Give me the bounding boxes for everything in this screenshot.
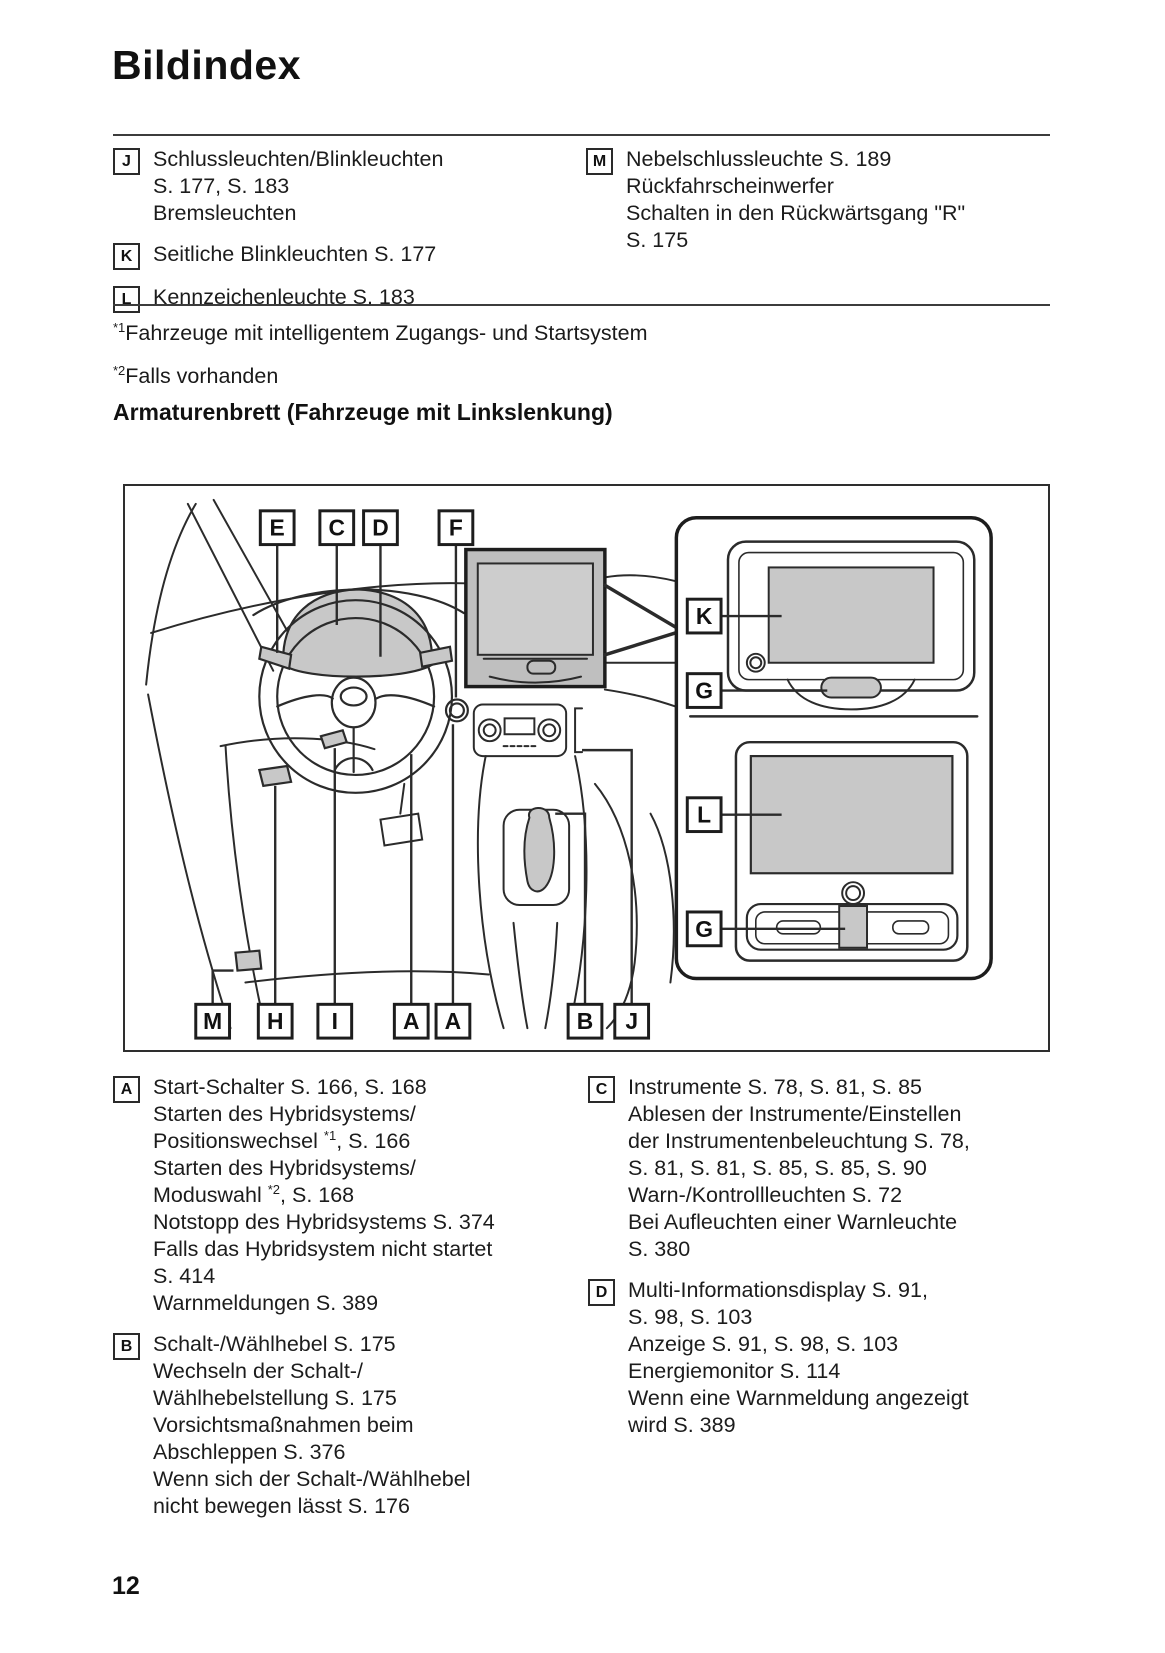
callout-letter-a: A — [403, 1008, 419, 1034]
legend-entry-text: Multi-Informationsdisplay S. 91,S. 98, S… — [628, 1278, 969, 1437]
legend-key-m: M — [586, 148, 613, 175]
callout-box-a — [392, 1002, 430, 1040]
callout-leader-m — [211, 969, 234, 1005]
callout-box-d — [362, 509, 399, 547]
callout-box-m — [194, 1002, 232, 1040]
legend-entry-text: Seitliche Blinkleuchten S. 177 — [153, 242, 437, 266]
callout-letter-e: E — [270, 515, 285, 541]
gear-shifter — [476, 755, 588, 1030]
touchscreen-screen — [767, 566, 935, 664]
callout-letter-k: K — [696, 603, 713, 629]
audio-display — [734, 740, 969, 962]
callout-letter-g: G — [695, 916, 713, 942]
callout-letter-d: D — [372, 515, 389, 541]
callout-leader-j — [582, 748, 633, 1005]
callout-box-l — [685, 796, 723, 834]
legend-key-d: D — [588, 1279, 615, 1306]
legend-entry-l: L Kennzeichenleuchte S. 183 — [113, 284, 583, 313]
page-number: 12 — [112, 1572, 140, 1600]
legend-key-c: C — [588, 1076, 615, 1103]
callout-letter-j: J — [625, 1008, 638, 1034]
callout-box-h — [256, 1002, 294, 1040]
callout-letter-m: M — [203, 1008, 222, 1034]
lower-dash-button — [257, 764, 293, 788]
callout-box-c — [318, 509, 356, 547]
instrument-cluster — [282, 588, 434, 678]
callout-box-k — [685, 597, 723, 635]
center-display-screen — [476, 562, 594, 656]
touchscreen-display — [726, 540, 976, 711]
inset-panel — [674, 516, 993, 981]
callout-letter-h: H — [267, 1008, 284, 1034]
page-title: Bildindex — [112, 42, 302, 88]
column-lever — [319, 728, 349, 750]
callout-box-e — [258, 509, 296, 547]
callout-letter-a: A — [445, 1008, 461, 1034]
divider-legend-bottom — [113, 304, 1050, 306]
callout-box-f — [437, 509, 475, 547]
callout-letter-c: C — [329, 515, 346, 541]
start-switch — [444, 698, 469, 723]
legend-entry-k: K Seitliche Blinkleuchten S. 177 — [113, 241, 583, 270]
callout-letter-g: G — [695, 677, 713, 703]
callout-letter-b: B — [577, 1008, 594, 1034]
callout-box-i — [316, 1002, 354, 1040]
steering-wheel — [234, 588, 469, 972]
footnotes: *1Fahrzeuge mit intelligentem Zugangs- u… — [113, 320, 648, 406]
legend-entry-d: D Multi-Informationsdisplay S. 91,S. 98, … — [588, 1277, 1028, 1439]
legend-key-k: K — [113, 243, 140, 270]
footnote: *1Fahrzeuge mit intelligentem Zugangs- u… — [113, 319, 648, 345]
callout-letter-l: L — [697, 802, 711, 828]
divider-top — [113, 134, 1050, 136]
legend-key-l: L — [113, 286, 140, 313]
hood-release — [234, 949, 263, 972]
left-stalk — [258, 645, 293, 671]
center-stack — [464, 547, 678, 1030]
footnote: *2Falls vorhanden — [113, 362, 279, 388]
callout-box-g — [685, 910, 723, 948]
callout-box-j — [613, 1002, 651, 1040]
slider-panel — [745, 902, 959, 951]
callout-letter-i: I — [332, 1008, 338, 1034]
callout-letter-f: F — [449, 515, 463, 541]
cabin-outline — [145, 498, 678, 1030]
home-button — [820, 676, 882, 699]
slider-handle — [838, 905, 869, 949]
section-heading: Armaturenbrett (Fahrzeuge mit Linkslenku… — [113, 399, 613, 425]
audio-screen — [749, 754, 954, 875]
callout-box-g — [685, 672, 723, 709]
shifter-knob — [523, 806, 556, 893]
callout-box-a — [434, 1002, 472, 1040]
callout-leader-b — [555, 812, 587, 1005]
legend-key-b: B — [113, 1333, 140, 1360]
legend-key-j: J — [113, 148, 140, 175]
right-stalk — [418, 645, 454, 669]
hazard-bracket — [574, 707, 584, 754]
callout-box-b — [566, 1002, 604, 1040]
legend-entry-text: Kennzeichenleuchte S. 183 — [153, 285, 415, 309]
climate-panel — [472, 703, 568, 758]
legend-key-a: A — [113, 1076, 140, 1103]
